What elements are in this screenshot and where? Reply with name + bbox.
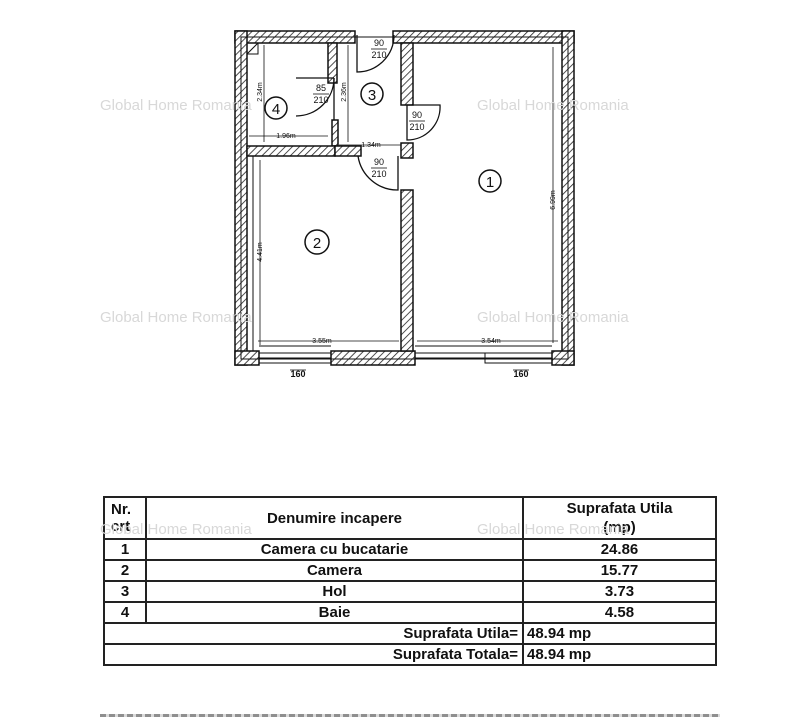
door-camera2 bbox=[357, 155, 399, 191]
scan-artifact-line bbox=[100, 714, 720, 717]
door-baie-height: 210 bbox=[313, 95, 328, 105]
table-row: 4 Baie 4.58 bbox=[103, 601, 717, 624]
row-number: 2 bbox=[103, 559, 147, 582]
row-number: 3 bbox=[103, 580, 147, 603]
dim-baie-height: 2.34m bbox=[257, 82, 264, 102]
suprafata-totala-label: Suprafata Totala= bbox=[103, 643, 524, 666]
wall-camera2-camera1 bbox=[400, 189, 414, 352]
table-header-row: Nr.crt Denumire incapere Suprafata Utila… bbox=[103, 496, 717, 540]
room-marker-1 bbox=[478, 169, 502, 193]
dim-camera1-width: 3.54m bbox=[481, 338, 501, 345]
header-nr-line1: Nr. bbox=[111, 501, 132, 518]
windows bbox=[258, 352, 553, 364]
door-baie-width: 85 bbox=[316, 83, 326, 93]
row-number: 1 bbox=[103, 538, 147, 561]
row-room-name: Baie bbox=[145, 601, 524, 624]
door-camera2-height: 210 bbox=[371, 169, 386, 179]
room-markers bbox=[264, 82, 502, 255]
table-row: 1 Camera cu bucatarie 24.86 bbox=[103, 538, 717, 561]
window-left-width: 160 bbox=[290, 369, 305, 379]
header-nr-crt: Nr.crt bbox=[103, 496, 147, 540]
door-hol-entry bbox=[356, 34, 395, 73]
room-number-1: 1 bbox=[486, 174, 494, 191]
wall-baie-bottom bbox=[246, 145, 336, 157]
header-nr-line2: crt bbox=[111, 518, 131, 535]
door-camera1-height: 210 bbox=[409, 122, 424, 132]
room-marker-3 bbox=[360, 82, 384, 106]
row-area: 24.86 bbox=[522, 538, 717, 561]
doors bbox=[295, 34, 441, 191]
wall-bottom-mid bbox=[330, 350, 416, 366]
suprafata-totala-value: 48.94 mp bbox=[522, 643, 717, 666]
summary-row-utila: Suprafata Utila= 48.94 mp bbox=[103, 622, 717, 645]
header-area-line1: Suprafata Utila bbox=[566, 500, 673, 517]
room-outlines bbox=[240, 36, 569, 360]
dim-hol-height: 2.36m bbox=[341, 82, 348, 102]
door-hol-entry-height: 210 bbox=[371, 50, 386, 60]
walls bbox=[234, 30, 575, 366]
room-number-2: 2 bbox=[313, 235, 321, 252]
room-marker-2 bbox=[304, 229, 330, 255]
row-area: 4.58 bbox=[522, 601, 717, 624]
wall-hol-bottom bbox=[334, 145, 362, 157]
area-table: Nr.crt Denumire incapere Suprafata Utila… bbox=[103, 496, 717, 666]
ventilation-icon bbox=[246, 42, 259, 55]
suprafata-utila-label: Suprafata Utila= bbox=[103, 622, 524, 645]
wall-hol-camera1 bbox=[400, 42, 414, 106]
door-hol-entry-width: 90 bbox=[374, 38, 384, 48]
room-marker-4 bbox=[264, 96, 288, 120]
table-row: 2 Camera 15.77 bbox=[103, 559, 717, 582]
header-area-line2: (mp) bbox=[603, 519, 636, 536]
wall-bottom-left bbox=[234, 350, 260, 366]
row-room-name: Camera bbox=[145, 559, 524, 582]
dim-hol-width: 1.34m bbox=[361, 142, 381, 149]
table-row: 3 Hol 3.73 bbox=[103, 580, 717, 603]
dim-baie-width: 1.96m bbox=[276, 133, 296, 140]
dim-camera1-height: 6.99m bbox=[550, 190, 557, 210]
row-area: 15.77 bbox=[522, 559, 717, 582]
row-area: 3.73 bbox=[522, 580, 717, 603]
suprafata-utila-value: 48.94 mp bbox=[522, 622, 717, 645]
wall-bottom-right bbox=[551, 350, 575, 366]
room-number-3: 3 bbox=[368, 87, 376, 104]
header-area: Suprafata Utila (mp) bbox=[522, 496, 717, 540]
dim-camera2-height: 4.41m bbox=[257, 242, 264, 262]
door-camera2-width: 90 bbox=[374, 157, 384, 167]
window-right-width: 160 bbox=[513, 369, 528, 379]
row-room-name: Hol bbox=[145, 580, 524, 603]
dim-camera2-width: 3.55m bbox=[312, 338, 332, 345]
header-room-name: Denumire incapere bbox=[145, 496, 524, 540]
floor-plan: 1 2 3 4 90 210 85 210 90 210 90 210 2.34… bbox=[234, 30, 575, 379]
row-number: 4 bbox=[103, 601, 147, 624]
door-camera1 bbox=[406, 104, 441, 141]
wall-hol-camera1-mid bbox=[400, 142, 414, 159]
wall-baie-hol-upper bbox=[327, 42, 338, 84]
row-room-name: Camera cu bucatarie bbox=[145, 538, 524, 561]
wall-baie-hol-lower bbox=[331, 119, 339, 147]
summary-row-totala: Suprafata Totala= 48.94 mp bbox=[103, 643, 717, 666]
room-number-4: 4 bbox=[272, 101, 280, 118]
door-camera1-width: 90 bbox=[412, 110, 422, 120]
